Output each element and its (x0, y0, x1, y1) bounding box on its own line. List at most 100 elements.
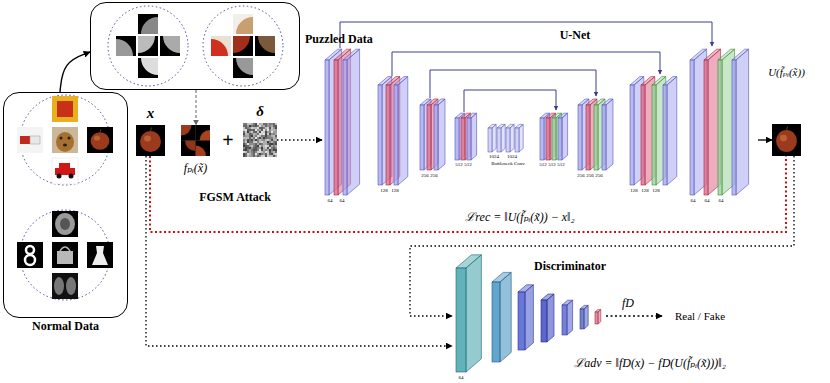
noise-pixel (267, 141, 269, 143)
noise-pixel (247, 139, 249, 141)
noise-pixel (253, 135, 255, 137)
noise-pixel (259, 139, 261, 141)
layer-side (562, 113, 568, 160)
noise-pixel (243, 127, 245, 129)
noise-pixel (249, 129, 251, 131)
image-piece (141, 17, 158, 34)
noise-pixel (245, 153, 247, 155)
noise-pixel (257, 151, 259, 153)
noise-pixel (271, 145, 273, 147)
noise-pixel (265, 141, 267, 143)
function-label: fD (622, 297, 634, 310)
layer-side (398, 77, 408, 185)
noise-pixel (243, 133, 245, 135)
noise-pixel (271, 135, 273, 137)
channel-count: 128 (630, 188, 638, 194)
channel-count: 256 (586, 173, 594, 179)
noise-pixel (267, 131, 269, 133)
connector (60, 52, 90, 92)
noise-pixel (259, 135, 261, 137)
noise-pixel (249, 123, 251, 125)
image-piece (116, 39, 133, 56)
noise-pixel (269, 155, 271, 157)
noise-pixel (271, 137, 273, 139)
noise-pixel (245, 149, 247, 151)
noise-pixel (259, 125, 261, 127)
channel-count: 128 (652, 188, 660, 194)
data-panel: Normal Data (3, 92, 128, 318)
pill-image (30, 136, 40, 144)
layer-side (598, 99, 605, 170)
noise-pixel (261, 135, 263, 137)
car-image (59, 163, 70, 169)
noise-pixel (255, 135, 257, 137)
output-label: Real / Fake (675, 310, 725, 322)
noise-pixel (257, 141, 259, 143)
layer-side (667, 77, 677, 185)
noise-pixel (249, 131, 251, 133)
noise-pixel (261, 129, 263, 131)
noise-pixel (275, 141, 277, 143)
noise-pixel (249, 135, 251, 137)
noise-pixel (261, 127, 263, 129)
noise-pixel (271, 131, 273, 133)
noise-pixel (257, 135, 259, 137)
channel-count: 128 (380, 188, 388, 194)
channel-count: 64 (691, 198, 696, 204)
image-piece (196, 146, 206, 156)
noise-pixel (275, 127, 277, 129)
noise-pixel (249, 137, 251, 139)
layer-side (424, 99, 431, 170)
car-image (52, 158, 78, 184)
noise-pixel (249, 143, 251, 145)
apple-stem (100, 129, 101, 132)
layer-side (510, 124, 514, 152)
noise-pixel (245, 145, 247, 147)
noise-pixel (247, 133, 249, 135)
noise-pixel (255, 123, 257, 125)
noise-pixel (243, 135, 245, 137)
noise-pixel (273, 135, 275, 137)
noise-pixel (245, 127, 247, 129)
layer-front (558, 118, 562, 160)
noise-pixel (255, 133, 257, 135)
layer-front (378, 85, 382, 185)
puzzle-tile (211, 36, 231, 56)
noise-pixel (243, 149, 245, 151)
noise-pixel (253, 137, 255, 139)
image-piece (185, 141, 195, 151)
noise-pixel (259, 151, 261, 153)
noise-node: δ (243, 123, 277, 157)
noise-pixel (267, 139, 269, 141)
noise-pixel (271, 129, 273, 131)
puzzle-tile (138, 14, 158, 34)
layer-front (455, 118, 459, 160)
apple (91, 132, 110, 150)
noise-pixel (253, 151, 255, 153)
variable-label: fₚᵢ(x̃) (184, 162, 207, 175)
noise-pixel (257, 131, 259, 133)
noise-pixel (243, 129, 245, 131)
noise-pixel (269, 139, 271, 141)
puzzle-tile (233, 14, 253, 34)
noise-pixel (255, 125, 257, 127)
layer-front (594, 105, 598, 170)
noise-pixel (267, 123, 269, 125)
noise-pixel (265, 133, 267, 135)
noise-pixel (257, 155, 259, 157)
layer-front (652, 85, 656, 185)
noise-pixel (267, 151, 269, 153)
digit-stroke (25, 255, 35, 265)
noise-pixel (265, 153, 267, 155)
noise-pixel (267, 147, 269, 149)
channel-count: 64 (340, 198, 345, 204)
variable-label: δ (256, 103, 264, 120)
noise-pixel (253, 143, 255, 145)
noise-pixel (245, 125, 247, 127)
noise-pixel (259, 145, 261, 147)
noise-pixel (245, 139, 247, 141)
image-piece (163, 36, 180, 53)
noise-pixel (275, 137, 277, 139)
